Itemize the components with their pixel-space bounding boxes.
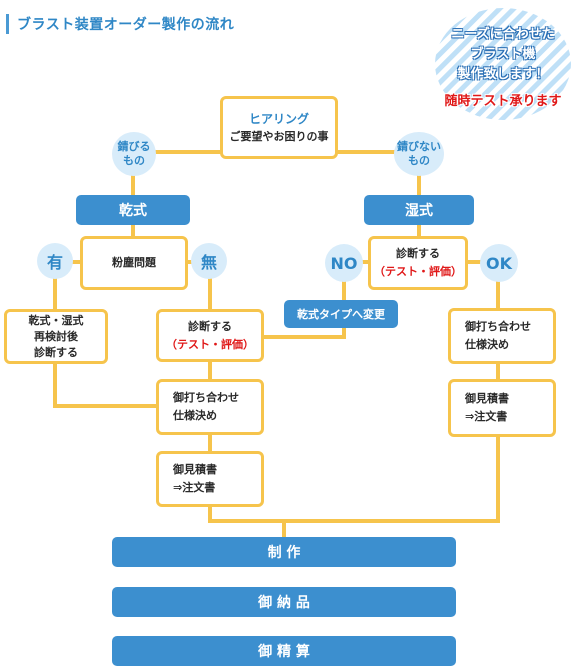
ng-badge: NO	[325, 244, 363, 282]
dry-quote-line2: ⇒注文書	[173, 481, 216, 494]
reconsider-line1: 乾式・湿式	[28, 313, 84, 327]
dry-quote-box: 御見積書 ⇒注文書	[156, 451, 264, 507]
badge-line1: ニーズに合わせた	[451, 27, 555, 42]
dry-quote-line1: 御見積書	[173, 463, 217, 476]
badge-starburst	[435, 8, 571, 120]
hearing-title: ヒアリング	[248, 111, 309, 126]
dry-meeting-line1: 御打ち合わせ	[173, 391, 239, 404]
wet-diagnosis-note: （テスト・評価）	[374, 265, 462, 278]
badge-line2: ブラスト機	[470, 47, 536, 62]
reconsider-line3: 診断する	[34, 345, 78, 359]
hearing-box: ヒアリング ご要望やお困りの事	[220, 96, 338, 159]
dust-yes-badge: 有	[37, 243, 73, 279]
badge-line4: 随時テスト承ります	[444, 94, 562, 109]
delivery-step: 御 納 品	[112, 587, 456, 617]
hearing-subtitle: ご要望やお困りの事	[229, 129, 329, 143]
production-step: 制 作	[112, 537, 456, 567]
custom-build-badge: ニーズに合わせた ブラスト機 製作致します！ 随時テスト承ります	[428, 6, 578, 124]
wet-quote-line2: ⇒注文書	[465, 410, 508, 423]
wet-meeting-line2: 仕様決め	[465, 338, 509, 351]
dry-diagnosis-title: 診断する	[188, 319, 232, 333]
settlement-step: 御 精 算	[112, 636, 456, 666]
dry-diagnosis-box: 診断する （テスト・評価）	[156, 309, 264, 362]
rust-yes-line1: 錆びる	[117, 140, 151, 153]
wet-meeting-line1: 御打ち合わせ	[465, 320, 531, 333]
dry-meeting-line2: 仕様決め	[173, 409, 217, 422]
dust-no-badge: 無	[191, 243, 227, 279]
wet-meeting-box: 御打ち合わせ 仕様決め	[448, 308, 556, 364]
dry-type-label: 乾式	[76, 195, 190, 225]
wet-diagnosis-title: 診断する	[396, 247, 440, 260]
dry-meeting-box: 御打ち合わせ 仕様決め	[156, 379, 264, 435]
title-accent-bar	[6, 14, 9, 34]
rust-no-line1: 錆びない	[397, 140, 441, 153]
dust-problem-text: 粉塵問題	[112, 256, 156, 269]
wet-quote-box: 御見積書 ⇒注文書	[448, 379, 556, 437]
wet-diagnosis-box: 診断する （テスト・評価）	[368, 236, 468, 290]
dust-problem-box: 粉塵問題	[80, 236, 188, 290]
dry-diagnosis-note: （テスト・評価）	[166, 337, 254, 351]
rust-yes-line2: もの	[123, 154, 145, 167]
badge-line3: 製作致します！	[457, 67, 549, 82]
non-rusting-items-badge: 錆びないもの	[394, 132, 444, 176]
wet-type-label: 湿式	[364, 195, 474, 225]
wet-quote-line1: 御見積書	[465, 392, 509, 405]
change-to-dry-label: 乾式タイプへ変更	[284, 300, 398, 328]
reconsider-line2: 再検討後	[34, 329, 78, 343]
rust-no-line2: もの	[408, 154, 430, 167]
rusting-items-badge: 錆びるもの	[112, 132, 156, 176]
page-title: ブラスト装置オーダー製作の流れ	[6, 13, 234, 35]
reconsider-box: 乾式・湿式 再検討後 診断する	[4, 309, 108, 364]
ok-badge: OK	[480, 244, 518, 282]
page-title-text: ブラスト装置オーダー製作の流れ	[17, 17, 235, 33]
